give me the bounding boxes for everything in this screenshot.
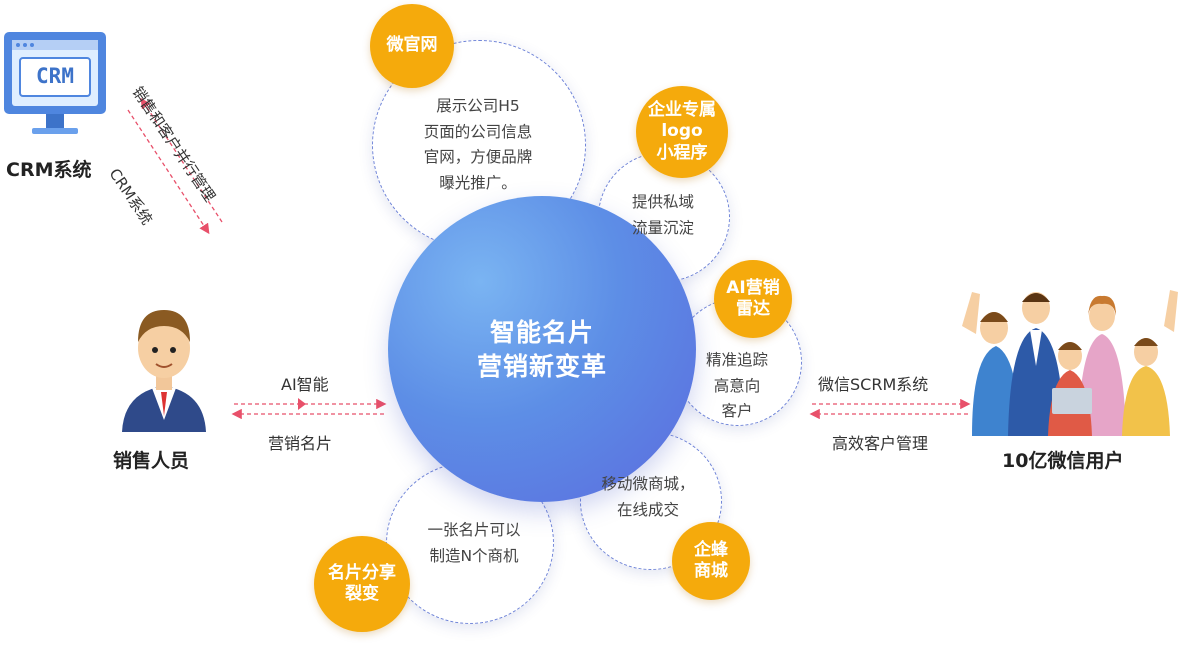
badge-label: 企蜂 xyxy=(694,539,728,560)
crm-arrow-down xyxy=(127,109,210,235)
salesperson-avatar xyxy=(112,292,216,432)
badge-label: AI营销 xyxy=(726,277,780,298)
badge-card-share: 名片分享 裂变 xyxy=(314,536,410,632)
hub-line-1: 智能名片 xyxy=(489,318,594,347)
badge-label: logo xyxy=(661,121,703,142)
desc-line: 提供私域 xyxy=(631,193,694,211)
badge-label: 名片分享 xyxy=(328,562,396,583)
badge-label: 商城 xyxy=(694,561,728,581)
desc-line: 一张名片可以 xyxy=(427,521,521,539)
desc-line: 页面的公司信息 xyxy=(423,122,533,141)
desc-line: 在线成交 xyxy=(616,500,679,519)
desc-line: 客户 xyxy=(721,402,753,421)
users-arrow-top-label: 微信SCRM系统 xyxy=(818,375,929,394)
badge-label: 裂变 xyxy=(345,584,379,604)
desc-line: 展示公司H5 xyxy=(436,97,520,115)
users-arrow-bottom-label: 高效客户管理 xyxy=(832,434,929,453)
badge-ai-radar: AI营销 雷达 xyxy=(714,260,792,338)
desc-line: 高意向 xyxy=(713,376,761,395)
central-hub-title: 智能名片 营销新变革 xyxy=(388,316,696,384)
mall-description: 移动微商城， 在线成交 xyxy=(586,472,710,523)
crm-label: CRM系统 xyxy=(6,159,92,181)
crm-arrow-up xyxy=(140,97,223,223)
desc-line: 移动微商城， xyxy=(601,475,695,493)
desc-line: 制造N个商机 xyxy=(429,546,519,565)
ai-radar-description: 精准追踪 高意向 客户 xyxy=(674,348,800,425)
badge-mall: 企蜂 商城 xyxy=(672,522,750,600)
desc-line: 精准追踪 xyxy=(705,351,768,369)
badge-label: 企业专属 xyxy=(648,100,716,121)
hub-line-2: 营销新变革 xyxy=(476,351,607,381)
wechat-users-group-illustration xyxy=(958,286,1182,436)
badge-mini-program: 企业专属 logo 小程序 xyxy=(636,86,728,178)
desc-line: 曝光推广。 xyxy=(439,173,517,192)
users-label: 10亿微信用户 xyxy=(1002,450,1124,472)
crm-screen-text: CRM xyxy=(36,64,74,88)
badge-label: 微官网 xyxy=(386,35,438,56)
badge-label: 小程序 xyxy=(656,142,708,163)
desc-line: 流量沉淀 xyxy=(631,218,694,237)
central-hub-circle xyxy=(388,196,696,502)
sales-arrow-top-label: AI智能 xyxy=(281,375,329,394)
badge-label: 雷达 xyxy=(735,299,770,319)
badge-official-site: 微官网 xyxy=(370,4,454,88)
desc-line: 官网，方便品牌 xyxy=(423,148,533,167)
sales-label: 销售人员 xyxy=(113,450,190,472)
official-site-description: 展示公司H5 页面的公司信息 官网，方便品牌 曝光推广。 xyxy=(380,94,576,196)
mini-program-description: 提供私域 流量沉淀 xyxy=(600,190,726,241)
sales-arrow-bottom-label: 营销名片 xyxy=(268,434,333,453)
crm-monitor-icon: CRM xyxy=(2,28,108,140)
card-share-description: 一张名片可以 制造N个商机 xyxy=(404,518,544,569)
